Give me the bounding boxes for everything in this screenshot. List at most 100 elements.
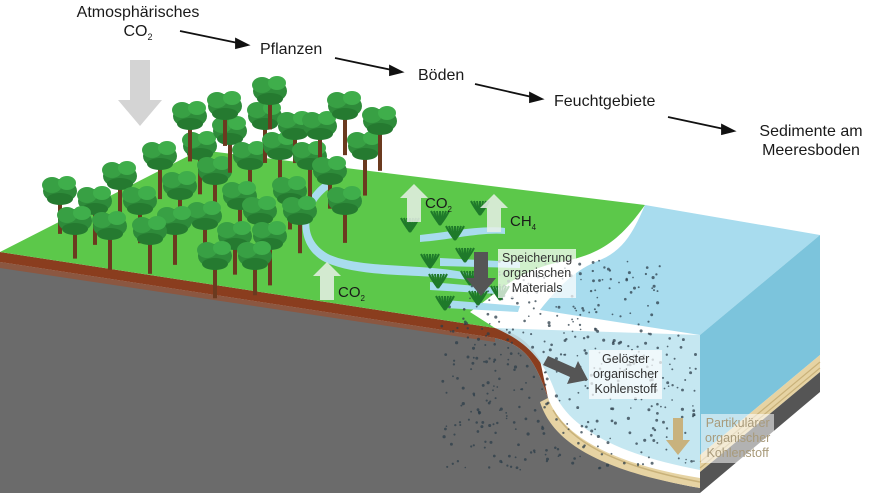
particle-dot [489,400,492,403]
particle-dot [644,272,648,276]
particle-dot [571,318,574,321]
river-branch [420,227,505,242]
particle-dot [458,421,462,424]
tree [197,156,232,216]
particle-dot [454,423,457,427]
particle-dot [512,421,516,424]
particle-dot [649,332,652,336]
particle-dot [590,429,594,433]
ocean-side-face [700,235,820,455]
particle-dot [559,353,563,356]
dissolved-line3: Kohlenstoff [594,382,657,396]
particle-dot [509,352,513,355]
particle-dot [650,461,654,465]
particulate-line1: Partikulärer [705,416,770,430]
particle-dot [596,434,600,439]
particle-dot [475,421,478,424]
particle-dot [603,266,606,269]
particle-dot [452,363,456,366]
particle-dot [613,421,617,425]
particle-dot [507,358,510,361]
particle-dot [647,456,650,459]
particle-dot [622,461,626,465]
co2-upper-text: CO [425,195,448,212]
particle-dot [562,431,565,435]
particle-dot [606,441,610,445]
particle-dot [692,405,694,407]
particle-dot [542,432,546,435]
particle-dot [610,419,614,423]
particle-dot [579,313,582,316]
sediments-line1: Sedimente am [759,123,863,140]
particle-dot [470,410,472,413]
particle-dot [666,381,670,385]
particle-dot [442,435,446,439]
particle-dot [671,399,673,401]
particle-dot [513,365,518,369]
grass-tuft [420,253,440,269]
particle-dot [556,314,559,317]
particle-dot [461,386,465,390]
particle-dot [554,446,557,450]
particle-dot [660,405,662,408]
particle-dot [656,441,659,444]
particle-dot [580,424,584,428]
tree [132,216,167,274]
particle-dot [490,293,493,296]
particle-dot [506,363,510,366]
particle-dot [467,418,470,421]
particle-dot [473,394,476,397]
particle-dot [584,384,587,387]
particle-dot [464,466,467,469]
particle-dot [568,398,571,401]
particle-dot [656,301,660,305]
particle-dot [486,381,490,385]
particle-dot [498,320,501,323]
particle-dot [493,343,496,346]
particle-dot [684,431,687,435]
particle-dot [532,307,535,310]
particle-dot [611,313,614,316]
particle-dot [619,315,622,318]
particle-dot [593,308,596,311]
particle-dot [486,332,490,336]
particle-dot [626,260,629,263]
tree [237,241,272,296]
particle-dot [508,331,511,334]
particle-dot [598,259,601,262]
grass-tuft [430,210,450,226]
particle-dot [453,359,456,362]
particle-dot [627,344,630,348]
particle-dot [566,422,569,425]
particle-dot [544,453,547,456]
particle-dot [485,334,488,337]
particle-dot [636,463,640,466]
particle-dot [572,320,574,323]
particle-dot [652,284,656,288]
particle-dot [671,384,674,387]
particle-dot [637,323,640,326]
particle-dot [493,385,495,387]
particle-dot [494,315,498,319]
particle-dot [449,330,452,333]
particle-dot [474,343,476,346]
particle-dot [527,315,530,318]
dissolved-organic-carbon-box: Gelöster organischer Kohlenstoff [589,350,663,399]
particle-dot [574,307,577,310]
particle-dot [545,457,550,461]
particle-dot [667,385,670,388]
atmosphere-line1: Atmosphärisches [76,4,200,21]
particle-dot [522,331,525,334]
particle-dot [572,305,575,308]
particle-dot [591,260,595,264]
grass-tuft [455,247,475,263]
atmosphere-down-arrow [118,60,162,126]
particle-dot [525,364,529,368]
tree [172,101,207,162]
particle-dot [612,341,615,344]
particle-dot [528,301,531,304]
particle-dot [625,277,628,281]
particle-dot [573,457,576,460]
particle-dot [510,341,513,344]
tree [282,196,317,254]
